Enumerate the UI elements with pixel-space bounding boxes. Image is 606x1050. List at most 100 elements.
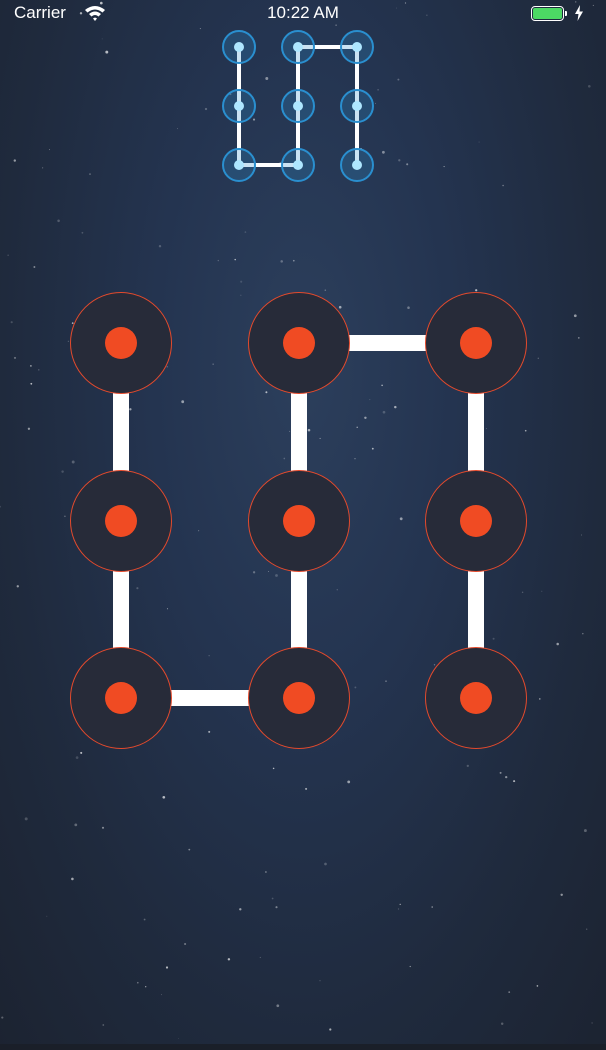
clock: 10:22 AM xyxy=(267,3,339,22)
star xyxy=(101,826,105,829)
star xyxy=(394,405,397,409)
star xyxy=(166,366,169,368)
pattern-node-7[interactable] xyxy=(70,647,172,749)
star xyxy=(537,357,539,359)
star xyxy=(143,918,146,921)
star xyxy=(397,78,400,81)
star xyxy=(583,829,587,833)
star xyxy=(556,642,559,646)
star xyxy=(592,4,594,6)
pattern-node-dot xyxy=(283,505,315,537)
charging-bolt-icon xyxy=(575,5,583,21)
star xyxy=(500,1022,504,1026)
pattern-node-8[interactable] xyxy=(248,647,350,749)
star xyxy=(16,585,19,588)
star xyxy=(165,966,169,969)
pattern-lock-grid[interactable] xyxy=(0,250,606,800)
star xyxy=(265,77,269,80)
star xyxy=(377,88,379,91)
pattern-node-3[interactable] xyxy=(425,292,527,394)
star xyxy=(404,2,407,4)
star xyxy=(280,260,283,263)
star xyxy=(398,159,401,162)
star xyxy=(521,591,524,594)
pattern-node-dot xyxy=(105,327,137,359)
star xyxy=(217,259,219,262)
wifi-icon xyxy=(85,6,105,21)
pattern-node-dot xyxy=(105,682,137,714)
star xyxy=(574,1,577,3)
star xyxy=(539,698,541,700)
star xyxy=(560,893,563,897)
star xyxy=(581,534,582,536)
star xyxy=(381,384,383,387)
star xyxy=(199,28,201,30)
star xyxy=(275,906,278,909)
pattern-node-2[interactable] xyxy=(248,292,350,394)
pattern-node-1[interactable] xyxy=(70,292,172,394)
star xyxy=(407,306,410,309)
star xyxy=(33,266,36,268)
star xyxy=(499,771,502,774)
star xyxy=(101,38,103,40)
star xyxy=(587,84,591,88)
star xyxy=(30,365,32,367)
star xyxy=(426,14,428,16)
star xyxy=(184,942,187,946)
star xyxy=(265,391,268,394)
star xyxy=(13,356,17,359)
star xyxy=(396,7,398,9)
star xyxy=(505,775,508,779)
star xyxy=(240,294,242,296)
star xyxy=(364,416,367,420)
pattern-node-dot xyxy=(460,327,492,359)
star xyxy=(42,167,44,169)
star xyxy=(324,289,327,291)
star xyxy=(1,1016,4,1019)
star xyxy=(385,680,387,682)
star xyxy=(259,956,261,959)
star xyxy=(305,787,308,790)
star xyxy=(319,980,321,982)
battery-tip xyxy=(565,11,567,16)
star xyxy=(591,1022,593,1024)
star xyxy=(397,908,400,910)
star xyxy=(307,428,311,432)
star xyxy=(524,429,527,432)
star xyxy=(158,244,162,248)
star xyxy=(61,470,64,473)
star xyxy=(573,314,577,318)
star xyxy=(406,163,409,166)
star xyxy=(347,780,351,784)
star xyxy=(354,686,357,689)
pattern-node-dot xyxy=(460,505,492,537)
star xyxy=(443,166,445,168)
star xyxy=(502,184,504,187)
star xyxy=(48,149,51,151)
star xyxy=(99,1,103,5)
star xyxy=(338,305,342,309)
pattern-node-dot xyxy=(283,327,315,359)
preview-node-2 xyxy=(281,30,315,64)
pattern-node-4[interactable] xyxy=(70,470,172,572)
star xyxy=(208,655,210,657)
pattern-node-dot xyxy=(283,682,315,714)
carrier-label: Carrier xyxy=(14,3,66,22)
pattern-node-6[interactable] xyxy=(425,470,527,572)
star xyxy=(382,410,386,414)
pattern-node-9[interactable] xyxy=(425,647,527,749)
star xyxy=(46,915,48,917)
bottom-edge xyxy=(0,1044,606,1050)
star xyxy=(129,408,132,411)
star xyxy=(27,427,31,430)
star xyxy=(536,985,539,987)
star xyxy=(181,400,185,404)
pattern-node-dot xyxy=(105,505,137,537)
star xyxy=(335,24,337,26)
star xyxy=(433,664,436,666)
star xyxy=(375,102,376,104)
pattern-node-5[interactable] xyxy=(248,470,350,572)
star xyxy=(319,437,321,439)
star xyxy=(577,337,580,339)
